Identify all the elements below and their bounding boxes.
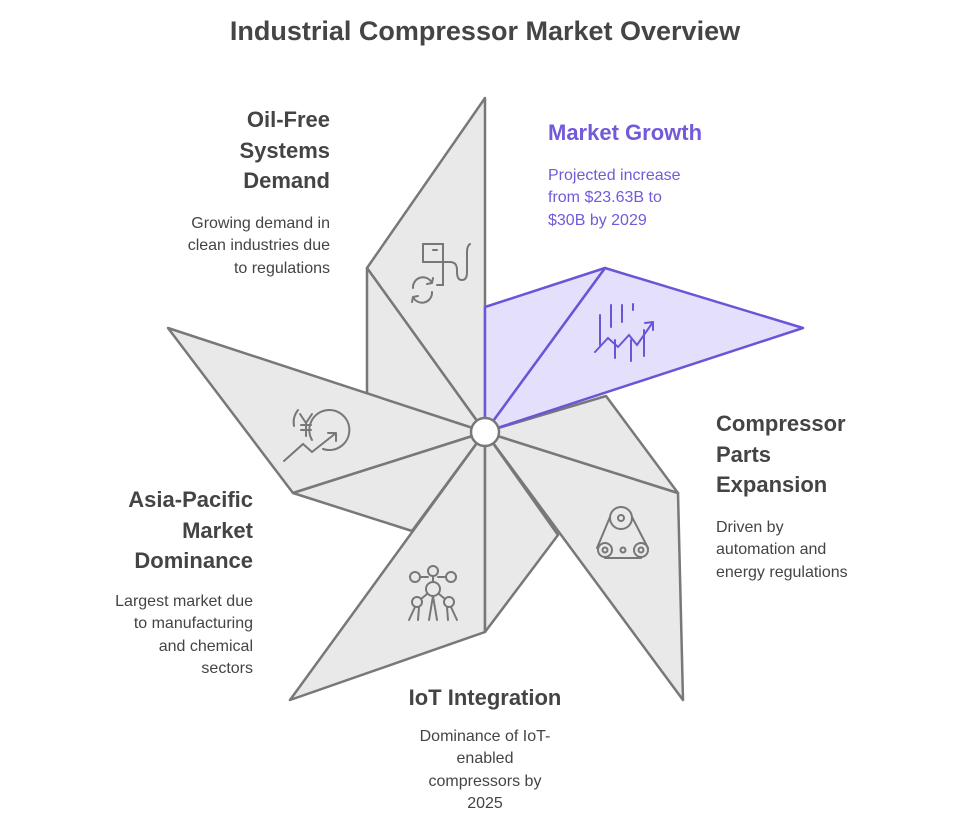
desc-line: to regulations — [233, 259, 330, 277]
blade-compressor-parts — [483, 394, 685, 702]
network-structure-icon — [408, 565, 458, 621]
diagram-title: Industrial Compressor Market Overview — [229, 16, 741, 46]
title-line: Demand — [243, 168, 330, 193]
desc-line: sectors — [201, 660, 253, 677]
blade-oil-free — [365, 96, 487, 434]
section-title: Market Growth — [548, 118, 768, 149]
section-asia-pacific: Asia-Pacific Market Dominance Largest ma… — [33, 485, 253, 681]
desc-line: from $23.63B to — [548, 189, 662, 206]
fuel-pump-recycle-icon — [411, 243, 471, 304]
blade-iot — [288, 430, 560, 702]
desc-line: Growing demand in — [191, 214, 330, 232]
desc-line: energy regulations — [716, 563, 848, 581]
desc-line: Driven by — [716, 518, 784, 536]
section-description: Growing demand in clean industries due t… — [110, 213, 330, 281]
desc-line: to manufacturing — [133, 615, 253, 632]
section-description: Largest market due to manufacturing and … — [33, 591, 253, 681]
section-title: Asia-Pacific Market Dominance — [33, 485, 253, 577]
title-line: Dominance — [134, 548, 253, 573]
yen-growth-icon — [283, 409, 351, 462]
title-line: Market — [182, 517, 253, 543]
title-line: Compressor — [716, 411, 846, 436]
desc-line: Largest market due — [115, 592, 253, 610]
section-oil-free: Oil-Free Systems Demand Growing demand i… — [110, 105, 330, 280]
desc-line: 2025 — [467, 795, 503, 812]
section-title: Compressor Parts Expansion — [716, 409, 946, 501]
title-line: Market Growth — [548, 120, 703, 145]
section-description: Projected increase from $23.63B to $30B … — [548, 165, 768, 233]
title-line: Expansion — [716, 472, 828, 497]
section-compressor-parts: Compressor Parts Expansion Driven by aut… — [716, 409, 946, 584]
desc-line: Projected increase — [548, 166, 681, 184]
section-market-growth: Market Growth Projected increase from $2… — [548, 118, 768, 232]
center-hub — [469, 416, 501, 448]
title-line: Parts — [716, 441, 772, 467]
desc-line: compressors by — [428, 772, 542, 790]
desc-line: clean industries due — [187, 237, 330, 254]
section-iot: IoT Integration Dominance of IoT- enable… — [375, 683, 595, 816]
title-line: Systems — [239, 137, 330, 163]
desc-line: Dominance of IoT- — [419, 727, 551, 745]
title-line: Asia-Pacific — [128, 487, 253, 512]
title-line: Oil-Free — [246, 107, 330, 132]
desc-line: $30B by 2029 — [548, 211, 647, 229]
desc-line: automation and — [716, 541, 827, 558]
belt-pulley-icon — [596, 506, 649, 559]
section-description: Driven by automation and energy regulati… — [716, 517, 946, 585]
section-title: IoT Integration — [375, 683, 595, 714]
title-line: IoT Integration — [408, 685, 562, 710]
desc-line: enabled — [456, 750, 514, 767]
section-description: Dominance of IoT- enabled compressors by… — [375, 726, 595, 816]
section-title: Oil-Free Systems Demand — [110, 105, 330, 197]
desc-line: and chemical — [158, 637, 253, 655]
growth-chart-icon — [594, 303, 654, 362]
